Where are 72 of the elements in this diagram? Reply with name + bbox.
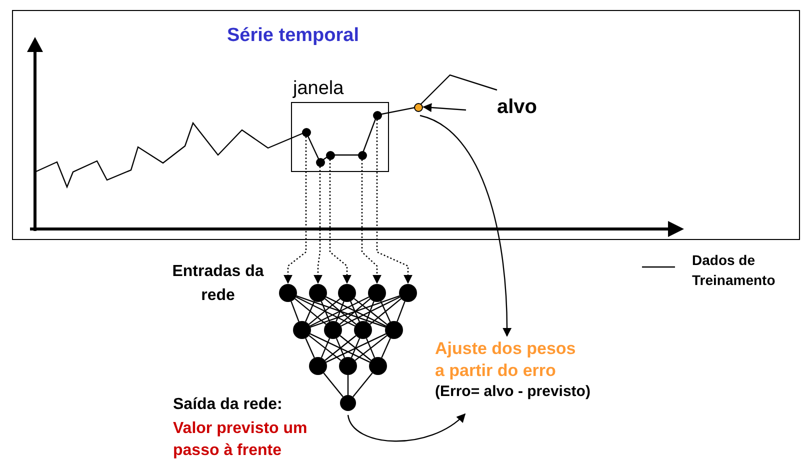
connection-line <box>352 372 373 398</box>
connection-line <box>310 333 370 363</box>
connection-line <box>354 298 388 325</box>
connection-line <box>326 296 386 327</box>
connection-line <box>347 375 349 395</box>
neuron <box>369 357 387 375</box>
legend-label: Dados de Treinamento <box>692 251 776 290</box>
neuron <box>354 321 372 339</box>
connection-line <box>296 295 386 328</box>
connection-line <box>323 372 344 398</box>
connection-line <box>366 338 376 358</box>
connection-line <box>310 296 370 327</box>
error-formula: (Erro= alvo - previsto) <box>435 382 592 402</box>
connection-line <box>294 298 326 325</box>
neuron <box>309 284 327 302</box>
connection-line <box>326 333 386 363</box>
target-point <box>414 102 422 112</box>
neuron <box>339 357 357 375</box>
neuron <box>368 284 386 302</box>
connection-line <box>320 301 330 322</box>
input-label: Entradas da rede <box>172 262 264 306</box>
process-note: Ajuste dos pesos a partir do erro <box>435 338 577 382</box>
connection-line <box>296 296 356 327</box>
connection-line <box>305 301 315 322</box>
dotted-arrow <box>361 160 382 284</box>
arrow <box>420 114 512 337</box>
connection-line <box>340 298 370 325</box>
chart-title: Série temporal <box>227 25 359 47</box>
neuron <box>293 321 311 339</box>
dotted-arrow <box>314 166 322 284</box>
connection-line <box>396 301 406 322</box>
connection-line <box>350 301 360 322</box>
connection-line <box>381 338 391 358</box>
connection-line <box>308 298 340 325</box>
connection-line <box>290 301 300 322</box>
connection-line <box>324 298 356 325</box>
data-point <box>302 128 310 136</box>
target-label: alvo <box>497 96 538 119</box>
connection-line <box>340 296 400 327</box>
data-point <box>372 110 382 120</box>
connection-line <box>336 338 346 358</box>
connection-line <box>370 298 402 325</box>
chart-panel <box>12 10 800 240</box>
neuron <box>309 357 327 375</box>
connection-line <box>308 335 342 361</box>
neuron <box>338 284 356 302</box>
connection-line <box>336 301 344 322</box>
neuron <box>340 395 356 411</box>
arrow <box>347 413 466 442</box>
prediction-label: Valor previsto um passo à frente <box>173 419 308 461</box>
connection-line <box>366 301 374 322</box>
window-label: janela <box>293 78 344 100</box>
connection-line <box>324 335 356 361</box>
dotted-arrow <box>376 120 412 284</box>
dotted-arrow <box>284 136 307 284</box>
neuron <box>385 321 403 339</box>
neuron <box>399 284 417 302</box>
arrow <box>422 103 466 112</box>
neuron <box>324 321 342 339</box>
connection-line <box>354 335 388 361</box>
data-point <box>358 150 366 160</box>
output-label: Saída da rede: <box>173 396 282 414</box>
data-point <box>326 150 334 160</box>
connection-line <box>340 335 372 361</box>
connection-line <box>350 338 360 358</box>
connection-line <box>310 295 400 328</box>
neuron <box>279 284 297 302</box>
dotted-arrow <box>329 160 352 284</box>
connection-line <box>320 338 330 358</box>
connection-line <box>380 300 391 322</box>
connection-line <box>305 338 315 358</box>
data-point <box>316 158 324 166</box>
